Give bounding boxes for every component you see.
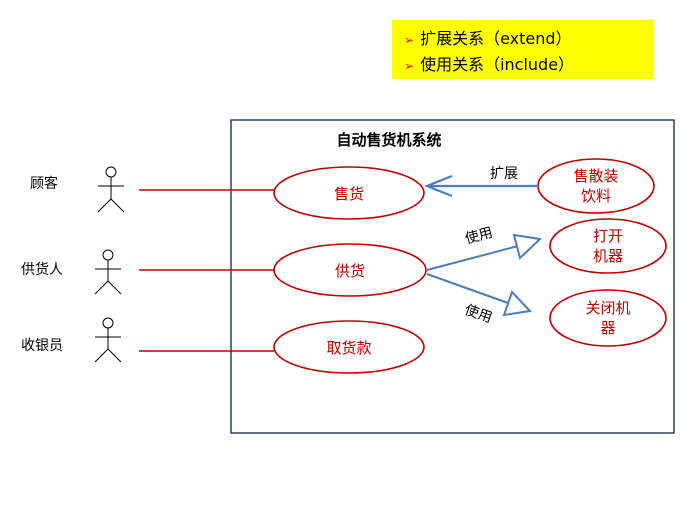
- use-case-open-machine: 打开 机器: [549, 218, 667, 274]
- actor-customer: 顾客: [30, 166, 125, 213]
- use-case-sell-bulk-label-line1: 售散装: [573, 167, 618, 185]
- legend-extend-label: 扩展关系（extend）: [420, 29, 572, 48]
- legend-include-label: 使用关系（include）: [420, 55, 575, 74]
- use-case-collect-payment: 取货款: [273, 320, 425, 374]
- include-relation-open-label: 使用: [463, 224, 494, 248]
- legend-item-extend: ➢ 扩展关系（extend）: [404, 25, 572, 49]
- use-case-sell: 售货: [273, 166, 425, 220]
- actor-cashier: 收银员: [21, 317, 122, 363]
- use-case-collect-label: 取货款: [326, 339, 371, 357]
- extend-relation-label: 扩展: [490, 166, 518, 182]
- use-case-open-label-line2: 机器: [593, 247, 623, 265]
- system-boundary: [230, 119, 675, 434]
- use-case-close-machine: 关闭机 器: [549, 289, 667, 347]
- arrow-bullet-icon: ➢: [404, 33, 415, 47]
- extend-relation-arrow: 扩展: [424, 166, 538, 198]
- arrow-bullet-icon: ➢: [404, 59, 415, 73]
- use-case-supply: 供货: [273, 243, 427, 297]
- legend-item-include: ➢ 使用关系（include）: [404, 51, 574, 75]
- use-case-sell-label: 售货: [334, 185, 364, 203]
- actor-supplier-label: 供货人: [21, 261, 63, 278]
- stick-figure-icon: [94, 249, 122, 295]
- include-relation-close-arrow: 使用: [426, 273, 533, 326]
- actor-cashier-label: 收银员: [21, 338, 63, 354]
- actor-customer-label: 顾客: [30, 175, 58, 192]
- stick-figure-icon: [97, 166, 125, 213]
- use-case-open-label-line1: 打开: [593, 227, 623, 245]
- use-case-sell-bulk-drinks: 售散装 饮料: [537, 158, 655, 214]
- legend-box: ➢ 扩展关系（extend） ➢ 使用关系（include）: [392, 20, 653, 79]
- use-case-sell-bulk-label-line2: 饮料: [581, 187, 611, 205]
- include-relation-open-arrow: 使用: [426, 224, 543, 271]
- use-case-close-label-line1: 关闭机: [585, 299, 630, 317]
- stick-figure-icon: [94, 317, 122, 363]
- use-case-supply-label: 供货: [335, 262, 365, 280]
- actor-supplier: 供货人: [21, 249, 122, 295]
- use-case-close-label-line2: 器: [600, 319, 615, 337]
- system-title: 自动售货机系统: [336, 131, 441, 149]
- include-relation-close-label: 使用: [462, 301, 494, 326]
